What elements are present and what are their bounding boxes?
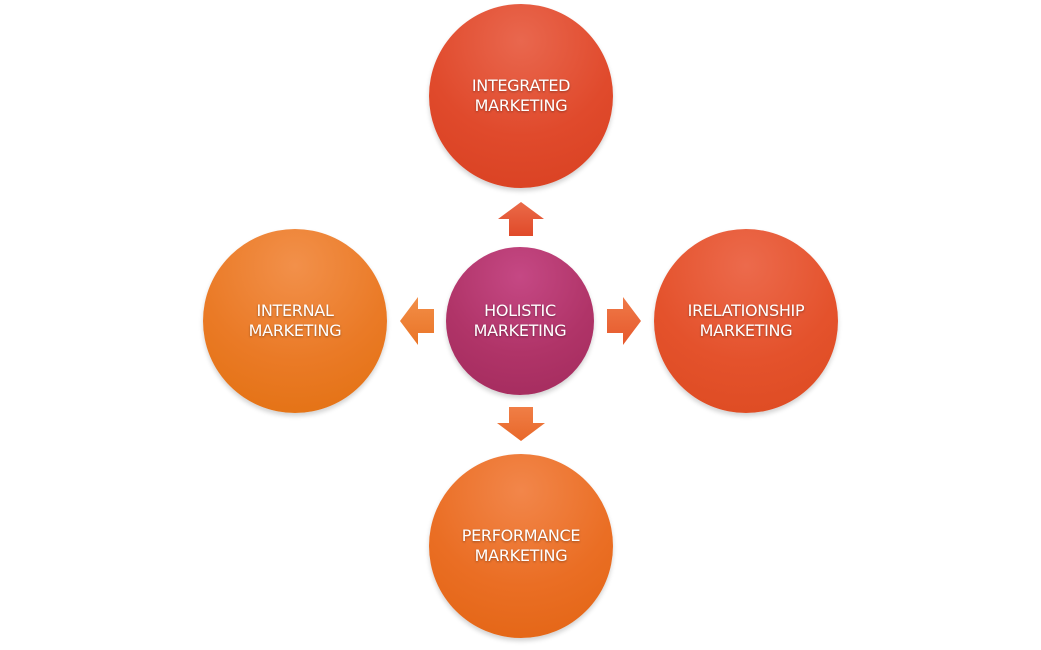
node-internal-marketing: INTERNAL MARKETING	[203, 229, 387, 413]
arrow-up-icon	[498, 202, 544, 236]
node-label-line1: PERFORMANCE	[461, 526, 581, 545]
arrow-left-icon	[400, 297, 434, 345]
node-label-line1: IRELATIONSHIP	[687, 301, 805, 320]
arrow-down-icon	[497, 407, 545, 441]
node-label-line2: MARKETING	[474, 546, 568, 565]
node-label-line2: MARKETING	[248, 321, 342, 340]
node-label-line2: MARKETING	[473, 321, 567, 340]
node-label-line1: INTEGRATED	[471, 76, 571, 95]
arrow-right-icon	[607, 297, 641, 345]
node-label-line2: MARKETING	[699, 321, 793, 340]
node-label-line1: HOLISTIC	[484, 301, 556, 320]
node-integrated-marketing: INTEGRATED MARKETING	[429, 4, 613, 188]
node-relationship-marketing: IRELATIONSHIP MARKETING	[654, 229, 838, 413]
node-holistic-marketing: HOLISTIC MARKETING	[446, 247, 594, 395]
node-label-line2: MARKETING	[474, 96, 568, 115]
node-label-line1: INTERNAL	[256, 301, 334, 320]
node-performance-marketing: PERFORMANCE MARKETING	[429, 454, 613, 638]
